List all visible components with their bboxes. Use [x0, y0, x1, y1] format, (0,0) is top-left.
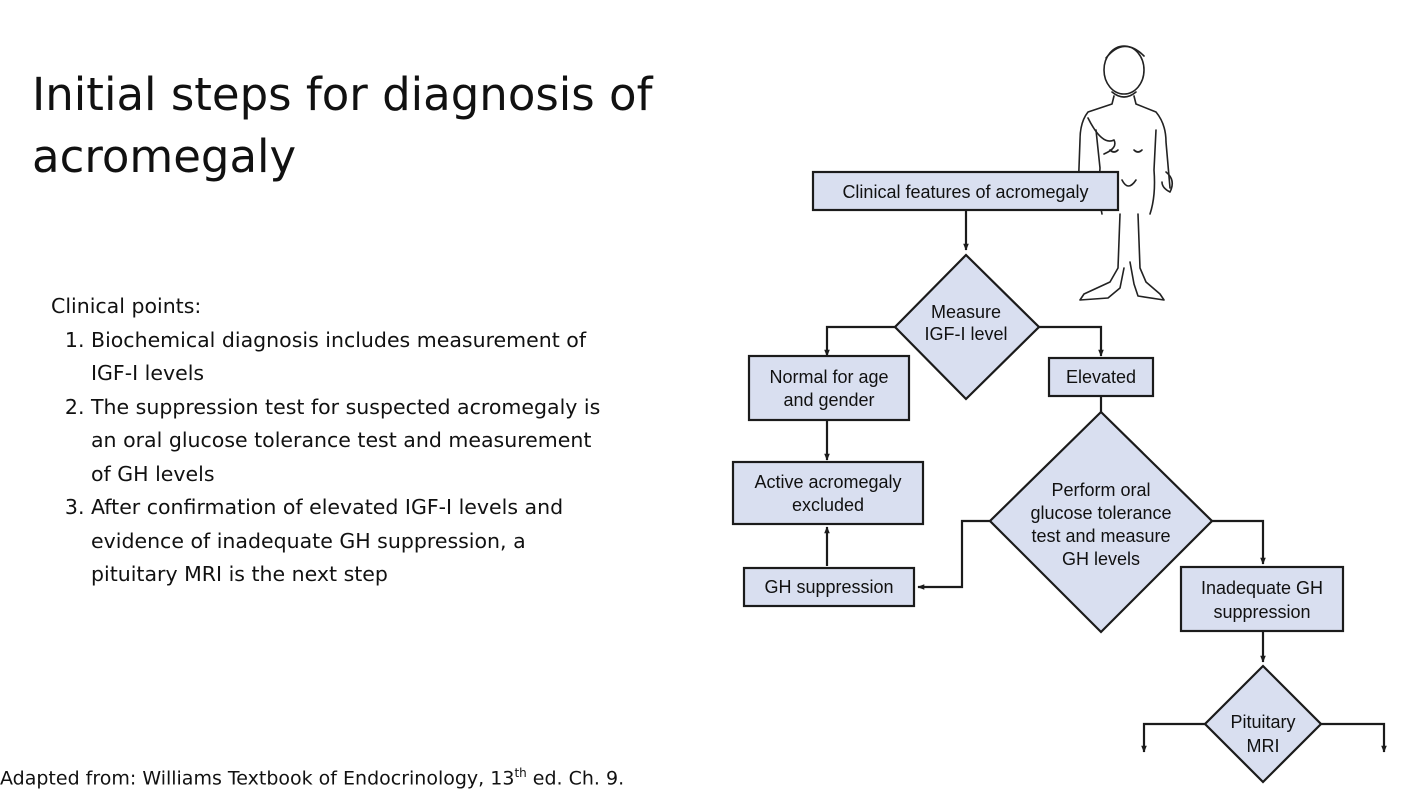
node-inadequate-label-1: Inadequate GH: [1201, 578, 1323, 598]
node-mri-label-1: Pituitary: [1230, 712, 1295, 732]
node-active-acromegaly-excluded: Active acromegaly excluded: [731, 460, 925, 526]
edge-measure-to-elevated: [1039, 325, 1104, 357]
clinical-points: Clinical points: Biochemical diagnosis i…: [51, 290, 611, 592]
slide-title: Initial steps for diagnosis of acromegal…: [32, 68, 653, 183]
node-excluded-label-1: Active acromegaly: [754, 472, 901, 492]
node-gh-suppression: GH suppression: [742, 566, 916, 608]
node-inadequate-gh-suppression: Inadequate GH suppression: [1179, 565, 1345, 633]
node-gh-suppression-label: GH suppression: [764, 577, 893, 597]
node-mri-label-2: MRI: [1247, 736, 1280, 756]
citation-text: Adapted from: Williams Textbook of Endoc…: [0, 767, 515, 790]
edge-measure-to-normal: [824, 325, 895, 357]
clinical-points-heading: Clinical points:: [51, 294, 202, 318]
node-measure-igf1-label-1: Measure: [931, 302, 1001, 322]
node-pituitary-mri: Pituitary MRI: [1203, 664, 1323, 784]
edge-mri-left-branch: [1141, 722, 1205, 753]
node-measure-igf1: Measure IGF-I level: [893, 253, 1041, 401]
clinical-point-1: Biochemical diagnosis includes measureme…: [91, 324, 611, 391]
edge-ogtt-to-ghsupp: [917, 519, 990, 590]
node-measure-igf1-label-2: IGF-I level: [924, 324, 1007, 344]
node-inadequate-label-2: suppression: [1213, 602, 1310, 622]
flowchart-edges: [824, 210, 1387, 753]
edge-mri-right-branch: [1321, 722, 1387, 753]
node-clinical-features: Clinical features of acromegaly: [811, 170, 1120, 212]
citation-suffix: ed. Ch. 9.: [526, 767, 625, 790]
node-ogtt-label-1: Perform oral: [1051, 480, 1150, 500]
node-normal-label-1: Normal for age: [769, 367, 888, 387]
clinical-point-2: The suppression test for suspected acrom…: [91, 391, 611, 492]
node-normal-label-2: and gender: [783, 390, 874, 410]
node-excluded-label-2: excluded: [792, 495, 864, 515]
node-ogtt-label-3: test and measure: [1031, 526, 1170, 546]
node-ogtt-label-4: GH levels: [1062, 549, 1140, 569]
node-clinical-features-label: Clinical features of acromegaly: [842, 182, 1088, 202]
clinical-points-list: Biochemical diagnosis includes measureme…: [51, 324, 611, 592]
node-elevated: Elevated: [1047, 356, 1155, 398]
edge-ogtt-to-inadequate: [1212, 519, 1266, 565]
node-ogtt-label-2: glucose tolerance: [1030, 503, 1171, 523]
node-normal-for-age: Normal for age and gender: [747, 354, 911, 422]
clinical-point-3: After confirmation of elevated IGF-I lev…: [91, 491, 611, 592]
node-elevated-label: Elevated: [1066, 367, 1136, 387]
citation: Adapted from: Williams Textbook of Endoc…: [0, 766, 624, 789]
node-perform-ogtt: Perform oral glucose tolerance test and …: [988, 410, 1214, 634]
citation-superscript: th: [514, 766, 527, 780]
